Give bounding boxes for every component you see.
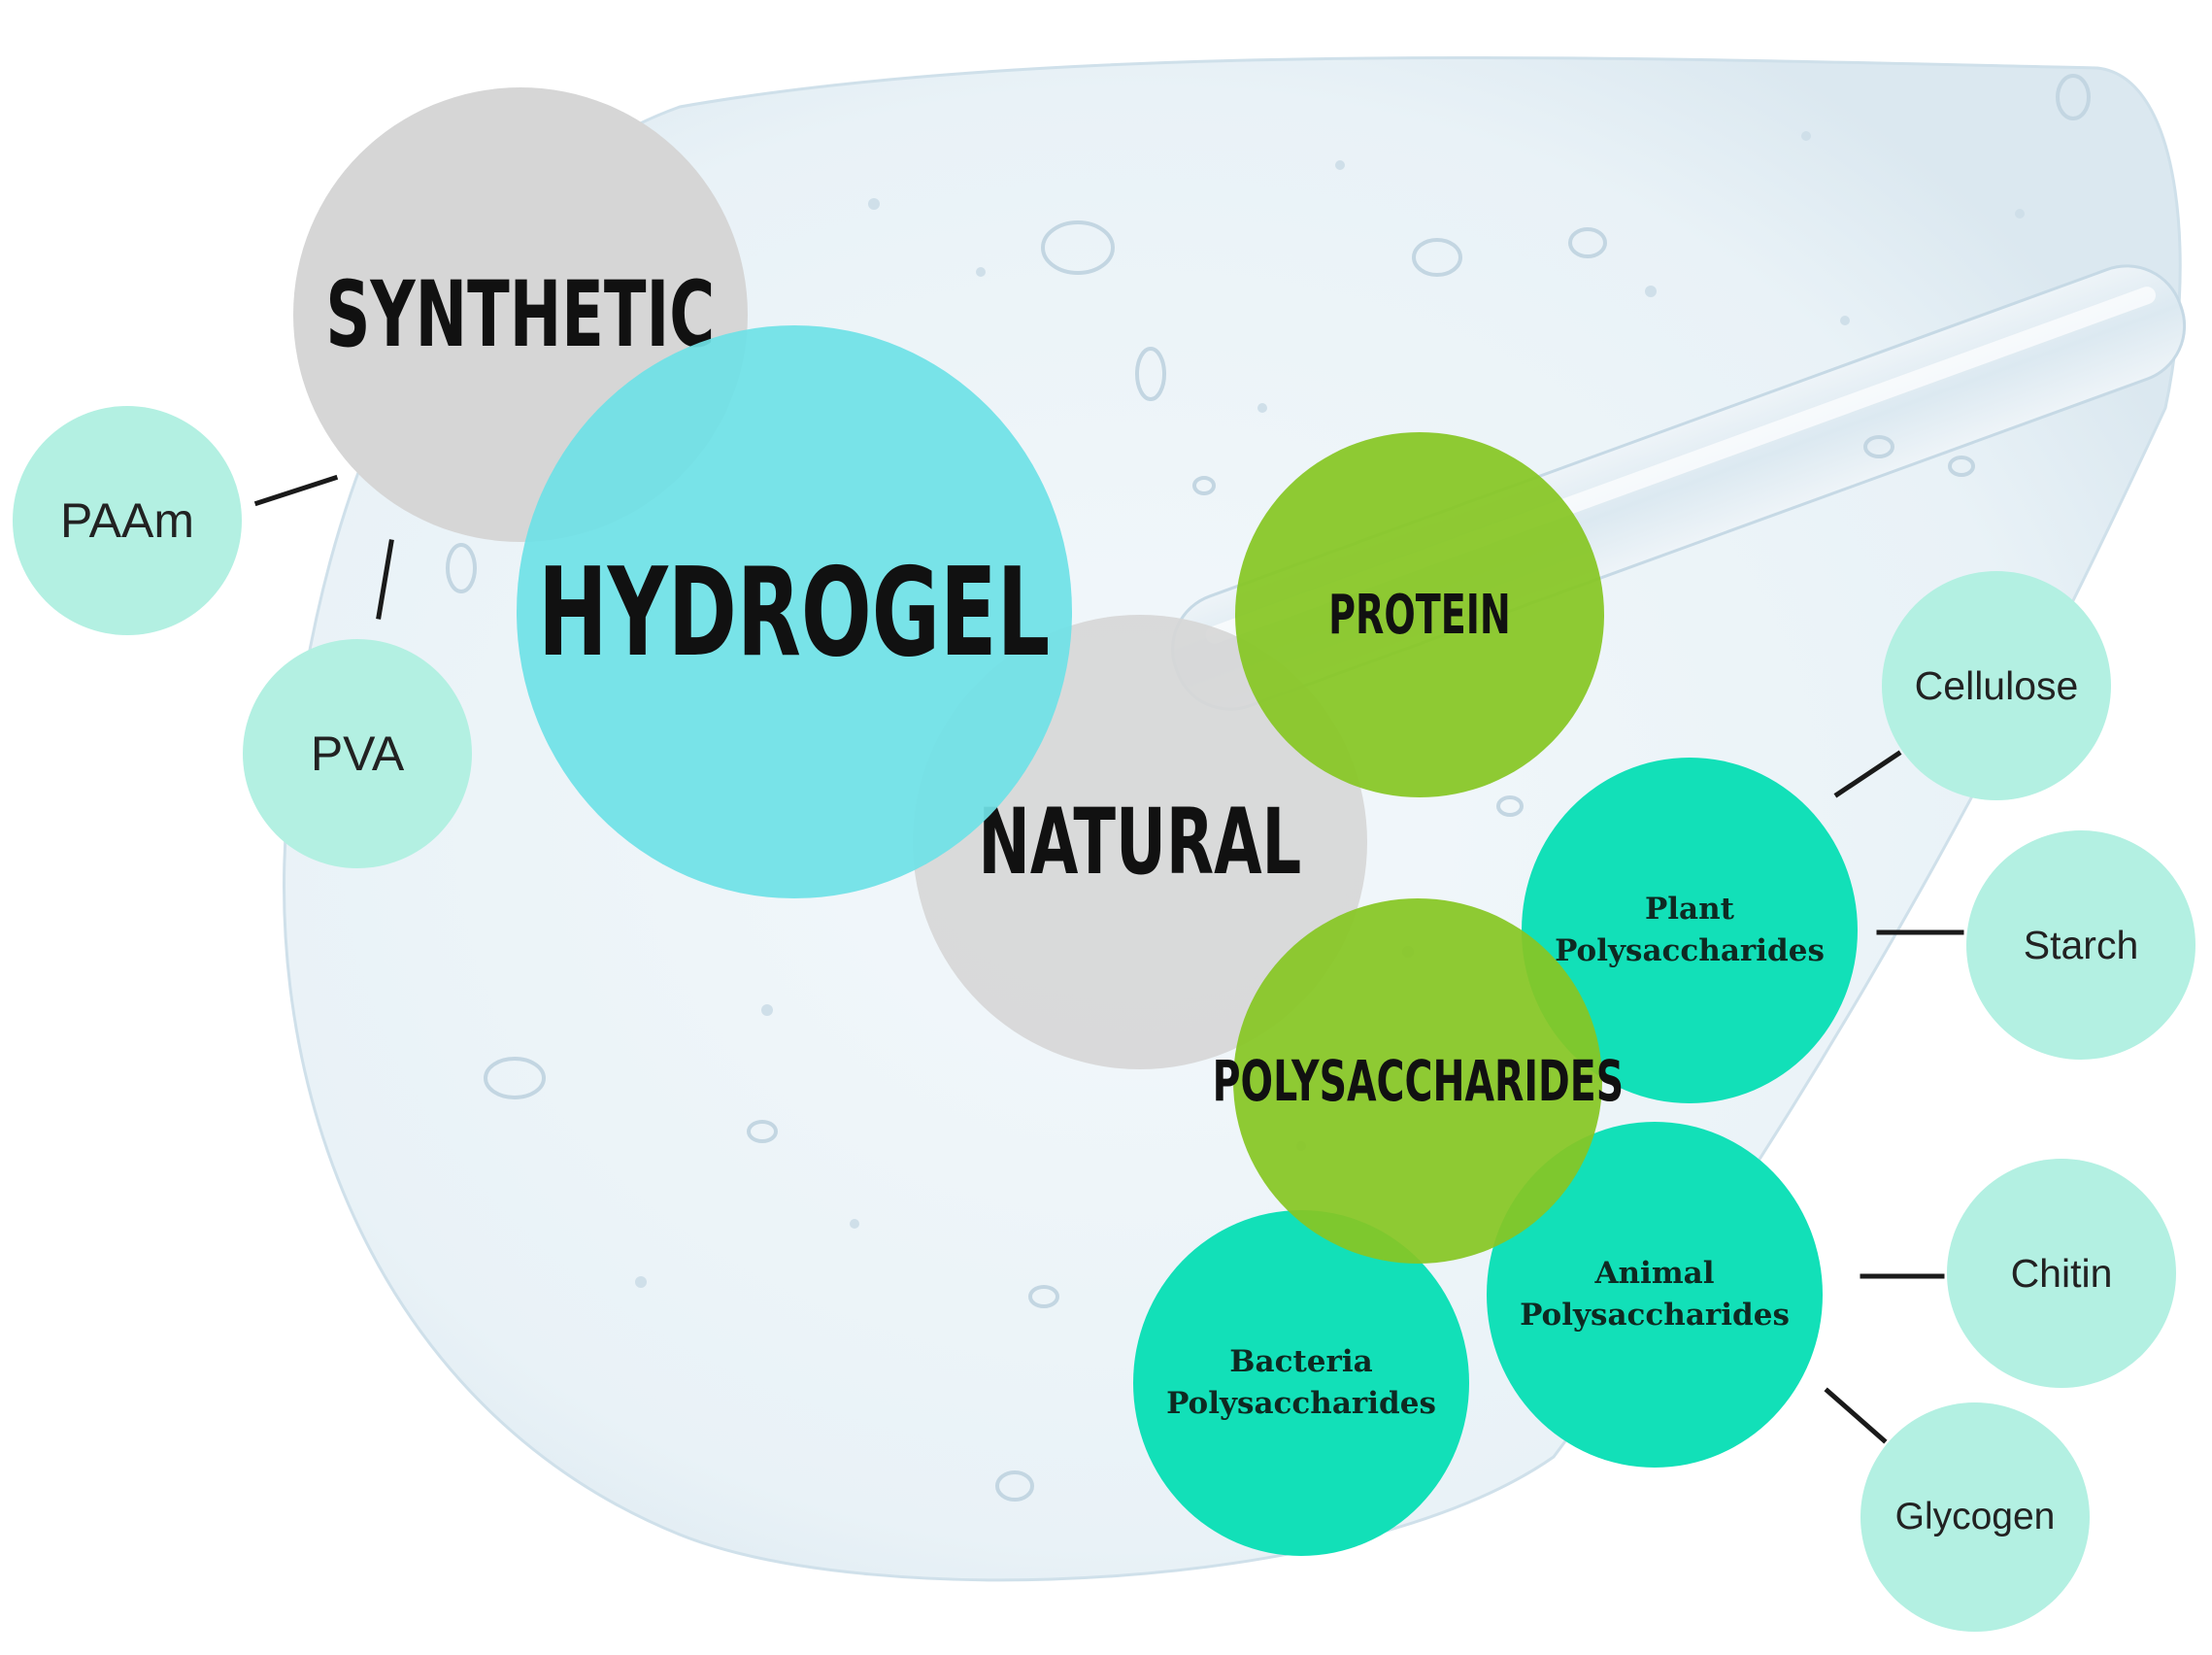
label-animal-polysaccharides: Animal Polysaccharides: [1520, 1253, 1790, 1337]
label-animal-line1: Animal: [1594, 1255, 1715, 1291]
label-synthetic: SYNTHETIC: [325, 261, 716, 368]
label-polysaccharides: POLYSACCHARIDES: [1212, 1048, 1624, 1114]
connector-synthetic-paam: [253, 474, 339, 507]
connector-animal-glycogen: [1824, 1387, 1888, 1444]
node-cellulose: Cellulose: [1882, 571, 2111, 800]
label-plant-polysaccharides: Plant Polysaccharides: [1555, 889, 1825, 973]
node-hydrogel: HYDROGEL: [517, 325, 1072, 898]
node-protein: PROTEIN: [1235, 432, 1604, 797]
bubbles: [446, 74, 2091, 1502]
node-starch: Starch: [1966, 830, 2195, 1060]
label-bacteria-line2: Polysaccharides: [1166, 1386, 1436, 1421]
label-protein: PROTEIN: [1328, 583, 1511, 647]
node-pva: PVA: [243, 639, 472, 868]
label-paam: PAAm: [60, 493, 194, 548]
label-plant-line2: Polysaccharides: [1555, 933, 1825, 968]
node-glycogen: Glycogen: [1860, 1402, 2090, 1632]
label-chitin: Chitin: [2010, 1250, 2113, 1296]
label-plant-line1: Plant: [1644, 891, 1734, 927]
label-pva: PVA: [310, 726, 405, 781]
connector-plant-cellulose: [1833, 750, 1902, 798]
label-hydrogel: HYDROGEL: [538, 540, 1051, 684]
node-polysaccharides: POLYSACCHARIDES: [1212, 898, 1624, 1264]
label-glycogen: Glycogen: [1894, 1496, 2056, 1537]
label-animal-line2: Polysaccharides: [1520, 1298, 1790, 1333]
label-starch: Starch: [2023, 922, 2139, 967]
connector-synthetic-pva: [376, 539, 394, 620]
label-bacteria-polysaccharides: Bacteria Polysaccharides: [1166, 1341, 1436, 1426]
node-bacteria-polysaccharides: Bacteria Polysaccharides: [1133, 1210, 1469, 1556]
node-paam: PAAm: [13, 406, 242, 635]
label-bacteria-line1: Bacteria: [1229, 1343, 1373, 1379]
node-chitin: Chitin: [1947, 1159, 2176, 1388]
label-natural: NATURAL: [978, 789, 1302, 895]
label-cellulose: Cellulose: [1914, 662, 2079, 708]
